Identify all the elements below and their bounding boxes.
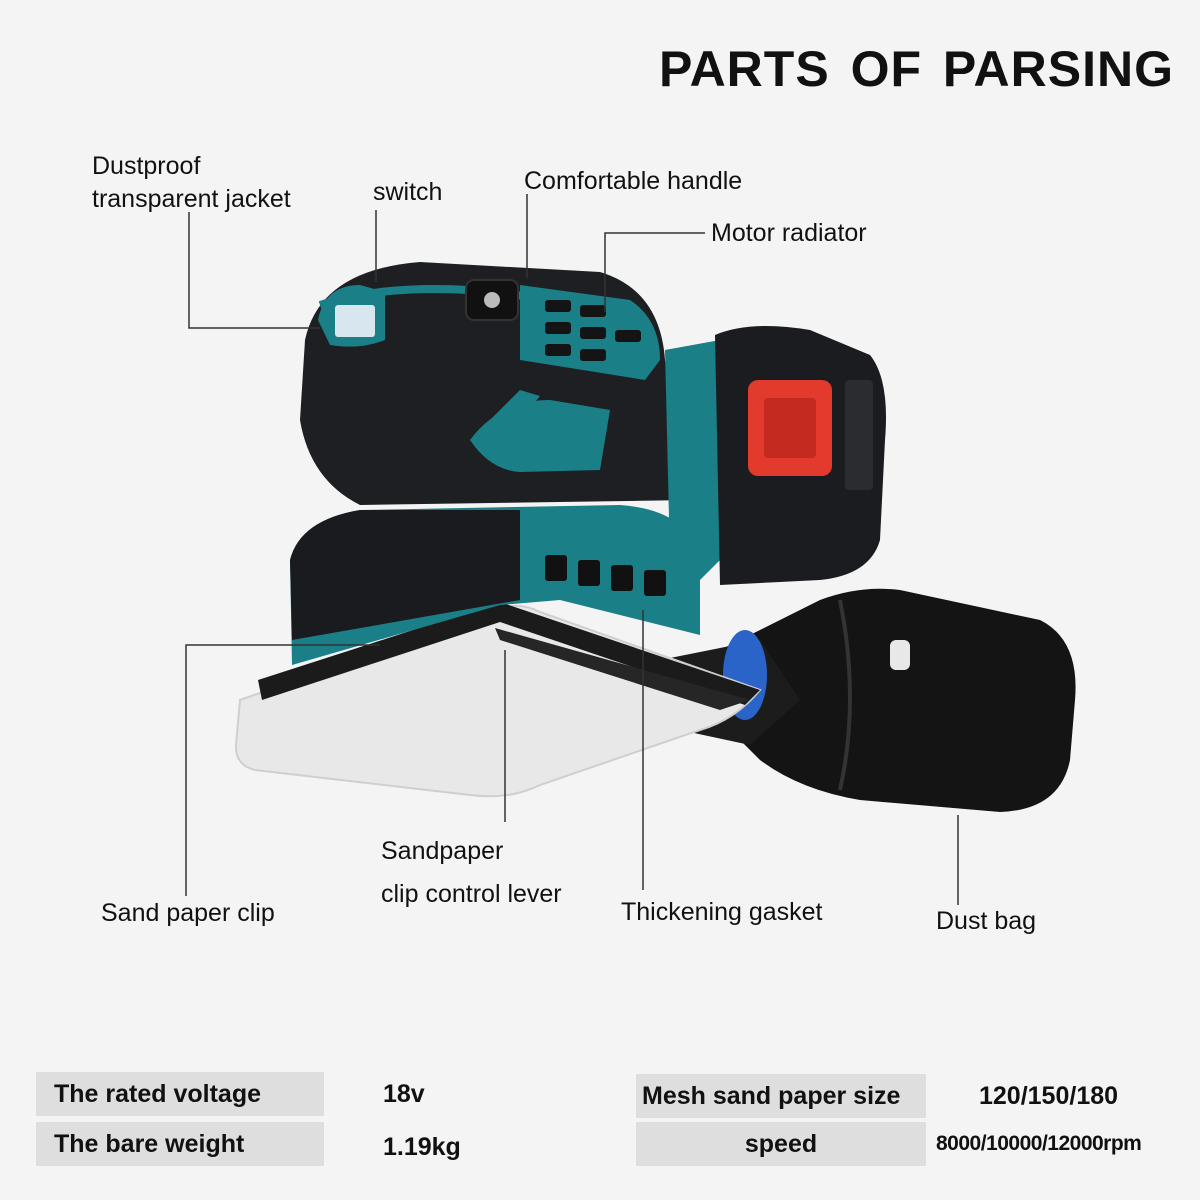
- callout-dustproof-line2: transparent jacket: [92, 185, 291, 213]
- callout-dustproof-jacket: Dustproof transparent jacket: [92, 150, 291, 216]
- callout-comfortable-handle: Comfortable handle: [524, 167, 743, 195]
- callout-dust-bag: Dust bag: [936, 907, 1037, 935]
- dust-bag-shape: [720, 588, 1076, 812]
- base-plate-shape: [258, 602, 760, 705]
- page-title: PARTS OF PARSING: [658, 41, 1174, 97]
- callout-sand-paper-clip: Sand paper clip: [101, 899, 275, 927]
- callout-thickening-gasket: Thickening gasket: [621, 898, 823, 926]
- callout-dustproof-line1: Dustproof: [92, 152, 201, 180]
- battery-shape: [665, 326, 886, 585]
- callout-clip-control-lever: Sandpaper clip control lever: [381, 830, 562, 916]
- callout-lever-line2: clip control lever: [381, 880, 562, 908]
- callout-lever-line1: Sandpaper: [381, 837, 504, 865]
- callout-switch: switch: [373, 178, 443, 206]
- callout-motor-radiator: Motor radiator: [711, 219, 867, 247]
